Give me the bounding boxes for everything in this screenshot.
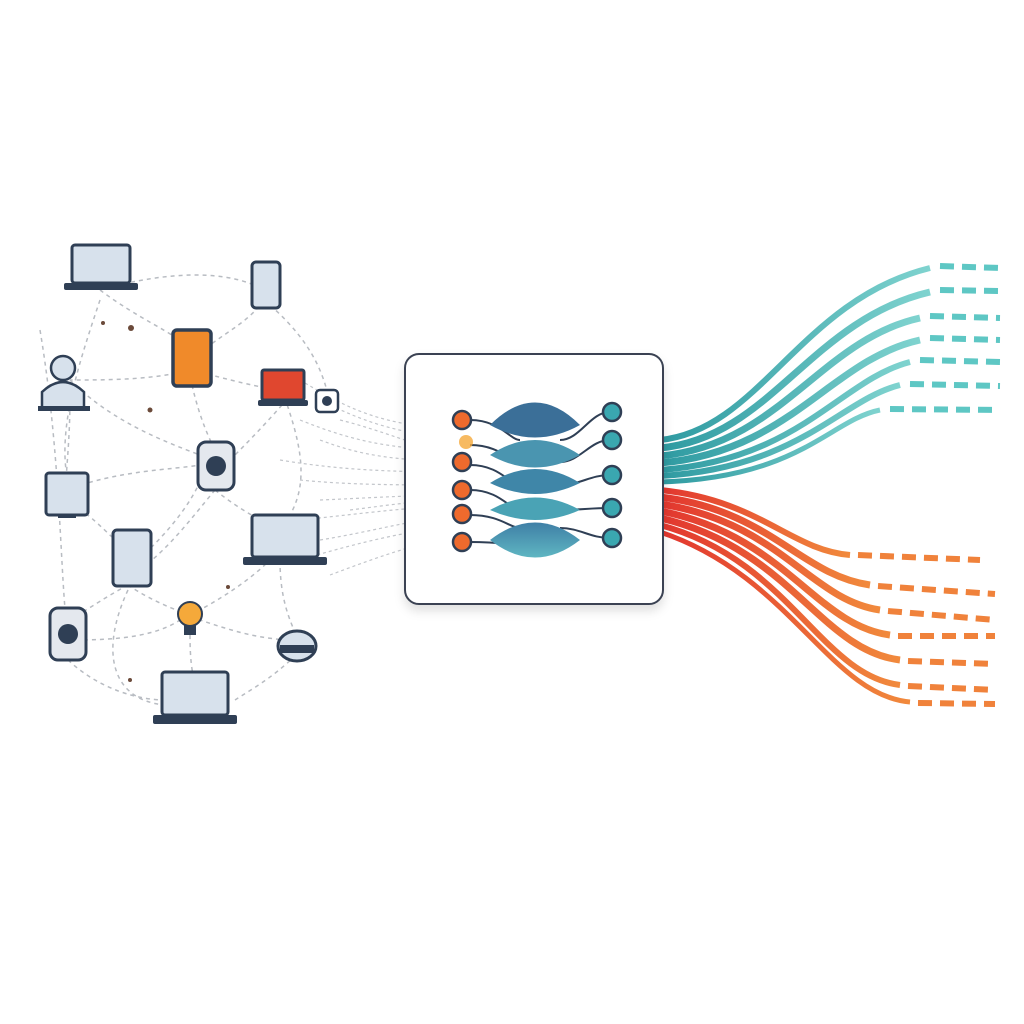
speaker-icon [48, 606, 88, 662]
laptop-icon [258, 368, 308, 406]
user-icon [38, 354, 90, 411]
output-stream-teal [659, 265, 931, 485]
neural-network-icon [451, 401, 623, 558]
tablet-icon [111, 528, 153, 588]
output-stream-red [659, 487, 911, 705]
tablet-icon [171, 328, 213, 388]
tablet-icon [44, 471, 90, 518]
laptop-icon [64, 243, 138, 290]
output-stream-teal-dashes [889, 263, 1001, 413]
smartphone-icon [250, 260, 282, 310]
headset-icon [276, 629, 318, 663]
lightbulb-icon [177, 601, 203, 635]
output-stream-red-dashes [857, 552, 996, 707]
processor-box [404, 353, 664, 605]
speaker-icon [196, 440, 236, 492]
laptop-icon [153, 670, 237, 724]
camera-icon [314, 388, 340, 414]
network-dots [101, 321, 230, 682]
laptop-icon [243, 513, 327, 565]
